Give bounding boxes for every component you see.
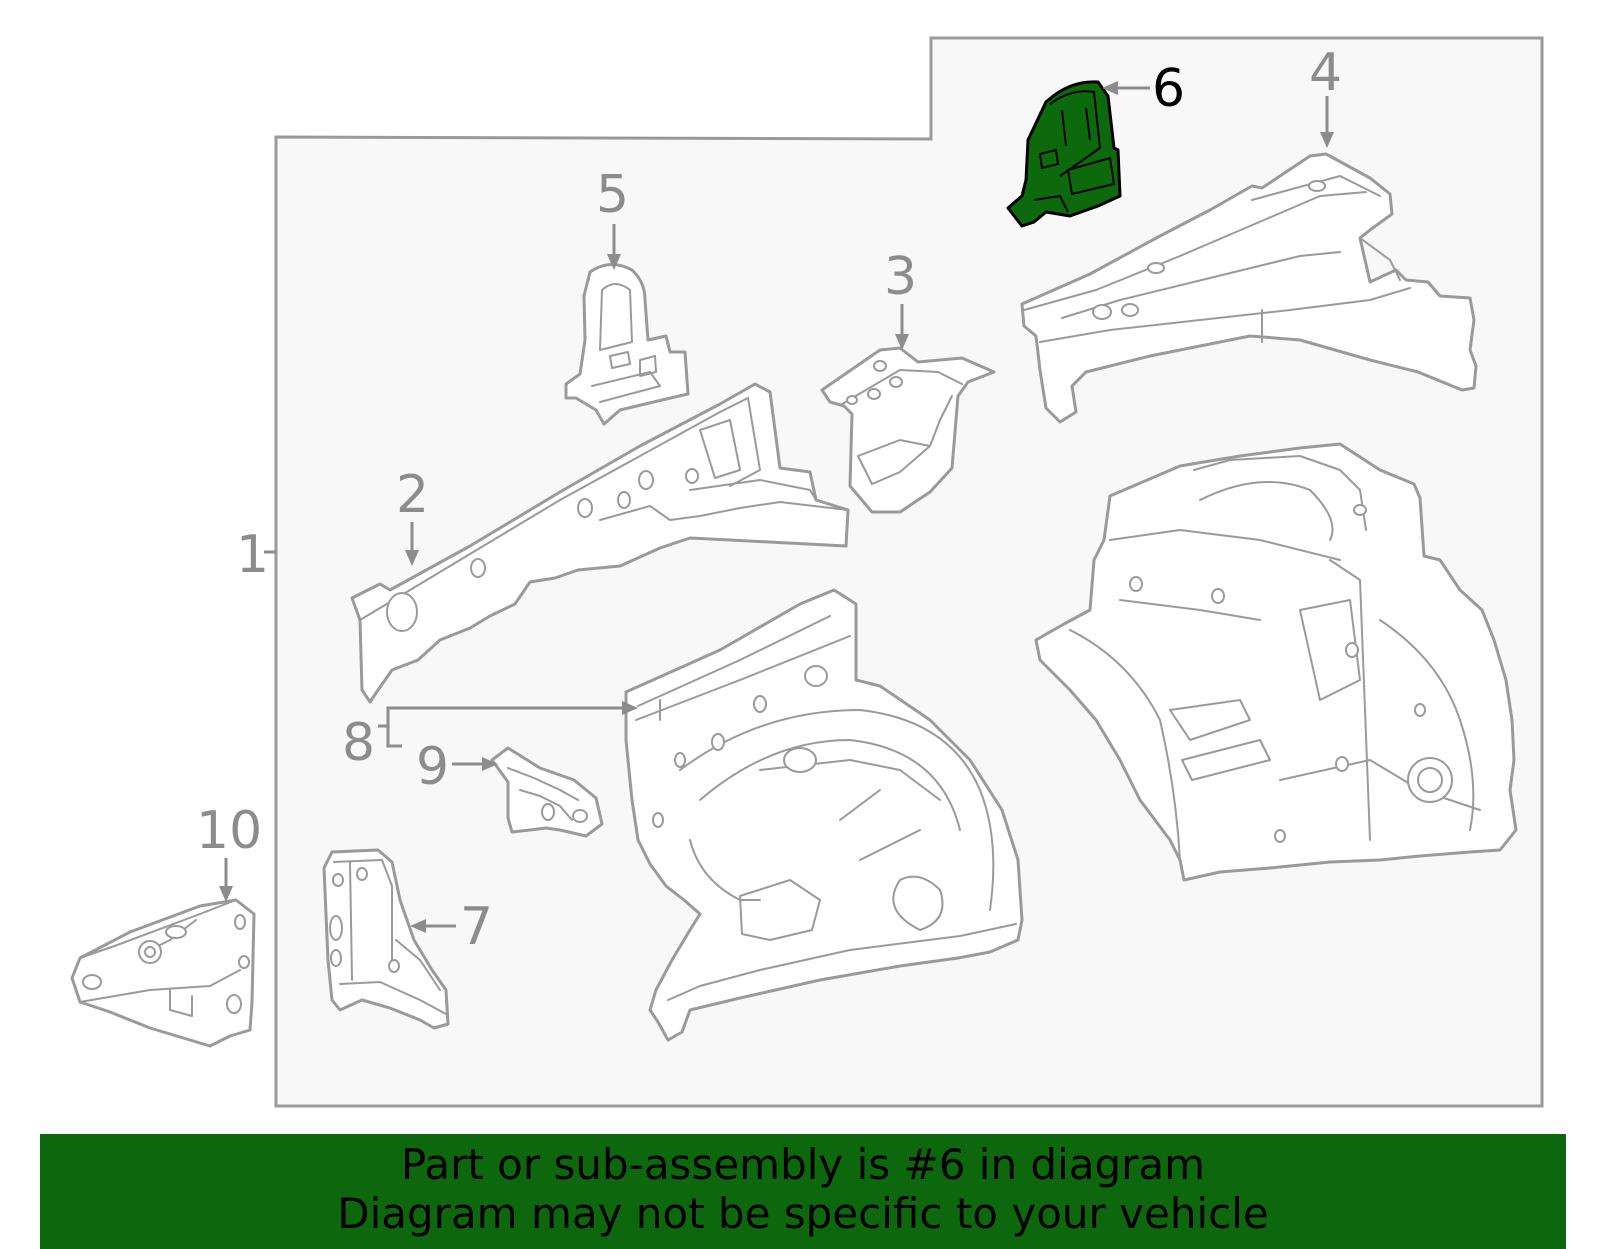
part-2-front-rail[interactable]: [350, 382, 850, 704]
part-7-bracket[interactable]: [322, 848, 450, 1030]
part-10-bracket[interactable]: [70, 898, 256, 1048]
caption-line-1: Part or sub-assembly is #6 in diagram: [400, 1140, 1206, 1189]
callout-9: 9: [416, 737, 449, 797]
callout-6: 6: [1152, 59, 1185, 119]
callout-3: 3: [884, 247, 917, 307]
part-3-bracket[interactable]: [820, 346, 996, 514]
right-wheelhouse-apron[interactable]: [1034, 442, 1518, 882]
callout-5: 5: [596, 165, 629, 225]
part-9-bracket[interactable]: [490, 746, 604, 838]
part-8-wheelhouse-apron[interactable]: [624, 588, 1024, 1042]
callout-2: 2: [396, 465, 429, 525]
callout-7: 7: [460, 897, 493, 957]
caption-line-2: Diagram may not be specific to your vehi…: [337, 1189, 1269, 1238]
callout-labels: 1 2 3 4 5 6 7 8 9 10: [196, 43, 1342, 957]
part-4-apron-reinforcement[interactable]: [1020, 152, 1478, 424]
callout-10: 10: [196, 801, 262, 861]
part-6-bracket-highlighted[interactable]: [1006, 80, 1122, 228]
callout-4: 4: [1309, 43, 1342, 103]
callout-8: 8: [342, 713, 375, 773]
caption-banner: Part or sub-assembly is #6 in diagram Di…: [40, 1134, 1566, 1249]
callout-1: 1: [236, 525, 269, 585]
leader-lines: [219, 81, 1334, 933]
